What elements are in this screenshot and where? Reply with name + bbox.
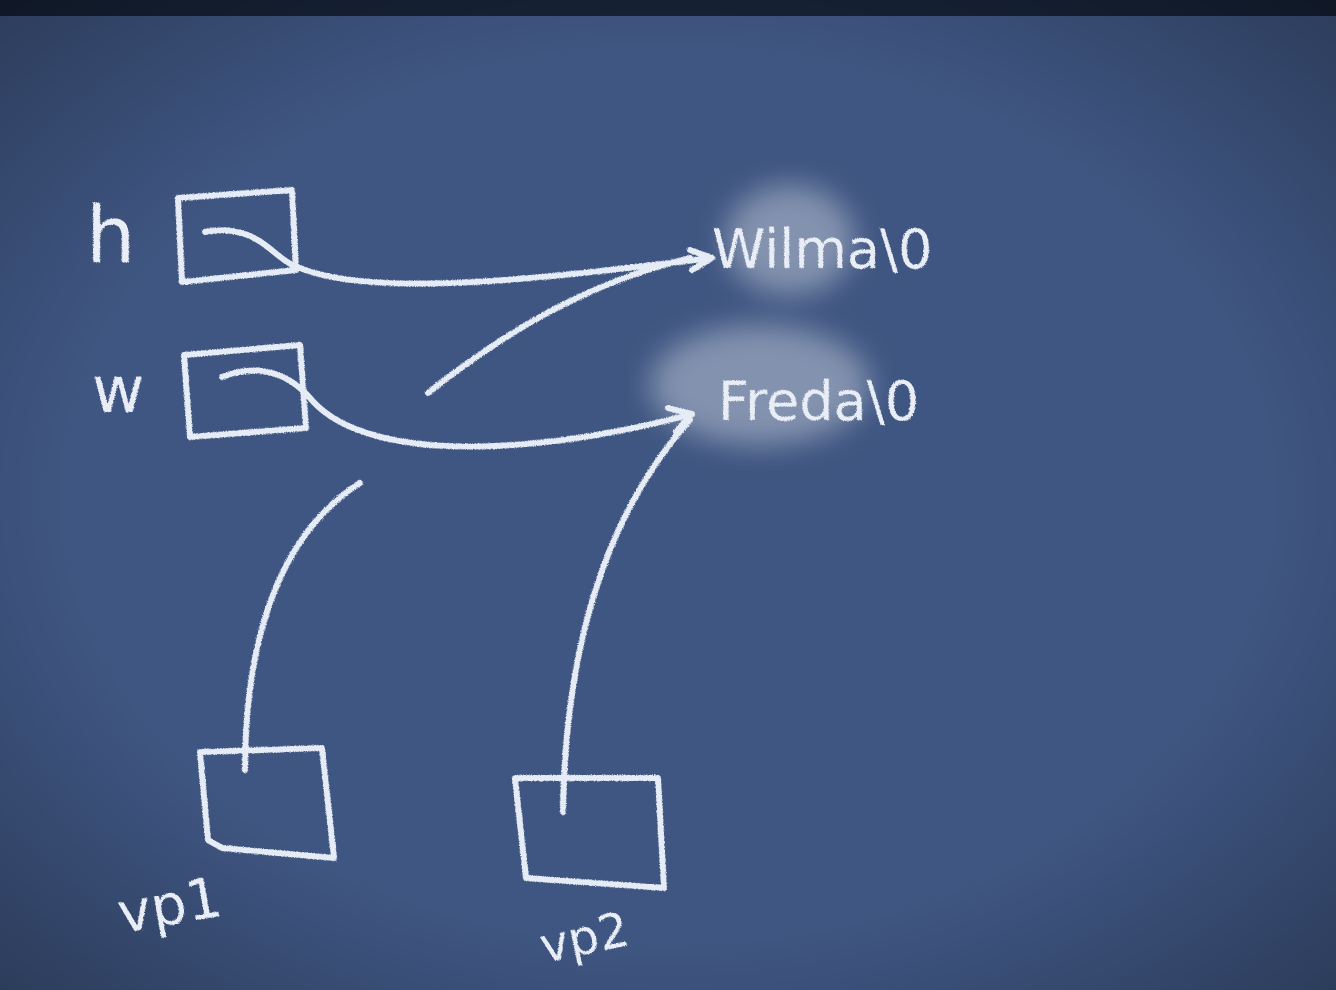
- stray-line-to-wilma: [425, 255, 693, 396]
- freda-string: Freda\0: [718, 370, 919, 433]
- vp1-to-freda-arrow: [242, 480, 363, 773]
- vp2-pointer-box: [512, 775, 667, 891]
- w-to-freda-arrow: [219, 367, 695, 450]
- h-label: h: [86, 191, 135, 281]
- vp2-to-freda-arrow: [560, 417, 693, 815]
- wilma-string: Wilma\0: [712, 218, 932, 281]
- erased-smudge: [650, 185, 870, 445]
- h-pointer-box: [175, 187, 299, 285]
- vp1-pointer-box: [197, 745, 337, 861]
- w-pointer-box: [181, 342, 309, 440]
- h-to-wilma-arrow: [202, 227, 715, 287]
- w-label: w: [92, 354, 144, 428]
- h-arrowhead: [687, 247, 715, 273]
